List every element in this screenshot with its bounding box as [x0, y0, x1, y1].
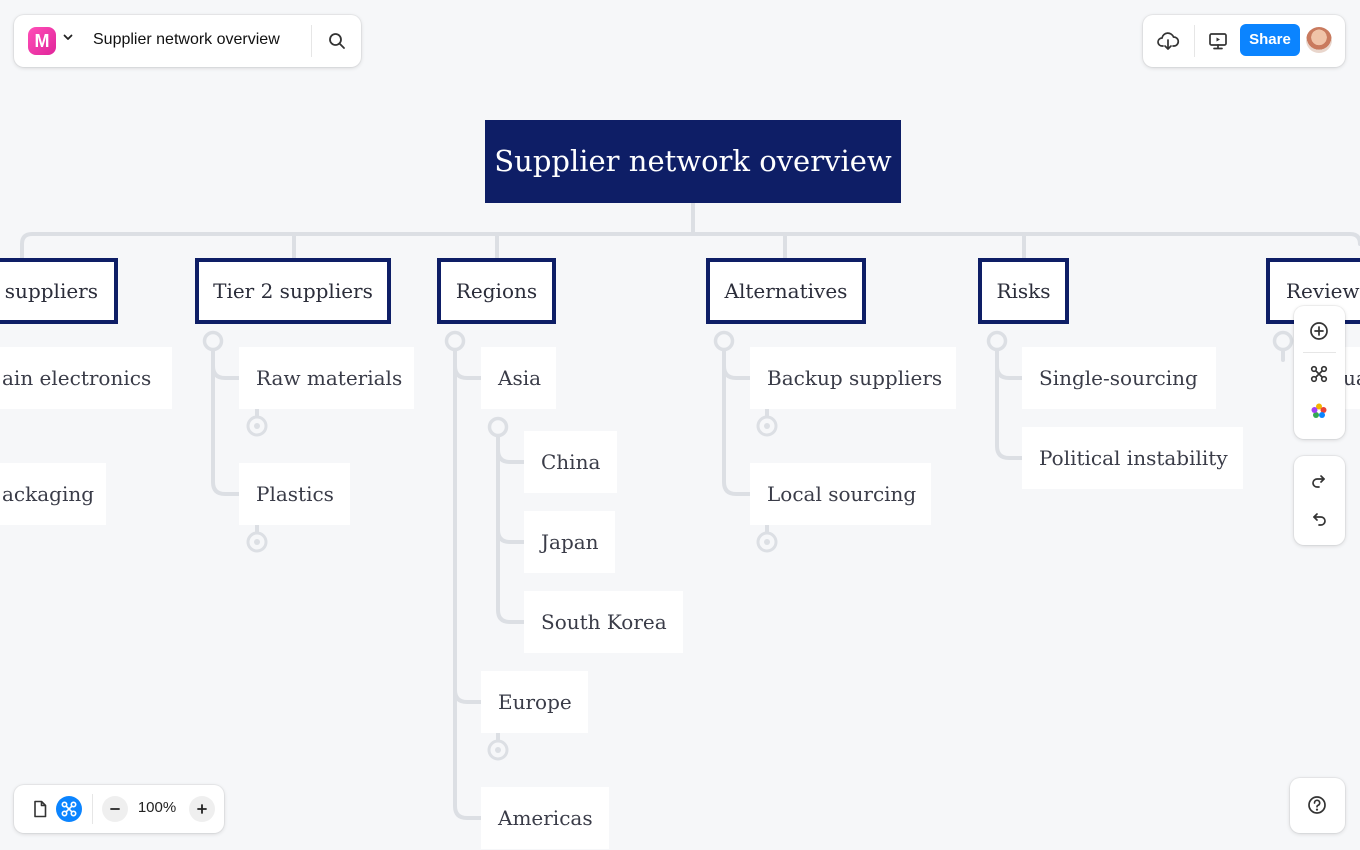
zoom-toolbar: 100% — [14, 785, 224, 833]
share-button[interactable]: Share — [1240, 24, 1300, 56]
cloud-download-icon — [1157, 32, 1180, 50]
leaf-raw-materials[interactable]: Raw materials — [239, 347, 414, 409]
leaf-local-sourcing[interactable]: Local sourcing — [750, 463, 931, 525]
plus-circle-icon — [1310, 322, 1328, 340]
leaf-japan[interactable]: Japan — [524, 511, 615, 573]
mindmap-root-node[interactable]: Supplier network overview — [485, 120, 901, 203]
leaf-plastics[interactable]: Plastics — [239, 463, 350, 525]
undo-button[interactable] — [1306, 506, 1332, 532]
leaf-south-korea[interactable]: South Korea — [524, 591, 683, 653]
leaf-main-electronics[interactable]: ain electronics — [0, 347, 172, 409]
history-toolbar — [1294, 456, 1345, 545]
leaf-packaging[interactable]: ackaging — [0, 463, 106, 525]
toolbar-divider — [1194, 25, 1195, 57]
undo-icon — [1313, 513, 1326, 526]
leaf-backup-suppliers[interactable]: Backup suppliers — [750, 347, 956, 409]
leaf-single-sourcing[interactable]: Single-sourcing — [1022, 347, 1216, 409]
add-node-button[interactable] — [1306, 318, 1332, 344]
present-button[interactable] — [1205, 28, 1231, 54]
document-icon — [34, 800, 47, 818]
present-icon — [1209, 33, 1227, 50]
minus-icon — [110, 808, 120, 810]
cloud-download-button[interactable] — [1155, 28, 1181, 54]
branch-regions[interactable]: Regions — [437, 258, 556, 324]
leaf-europe[interactable]: Europe — [481, 671, 588, 733]
help-icon — [1308, 796, 1326, 814]
branch-tier2-suppliers[interactable]: Tier 2 suppliers — [195, 258, 391, 324]
board-title[interactable]: Supplier network overview — [93, 31, 280, 48]
mindmap-view-button[interactable] — [56, 796, 82, 822]
leaf-china[interactable]: China — [524, 431, 617, 493]
redo-icon — [1312, 475, 1325, 488]
redo-button[interactable] — [1306, 468, 1332, 494]
branch-risks[interactable]: Risks — [978, 258, 1069, 324]
color-button[interactable] — [1306, 398, 1332, 424]
leaf-political-instability[interactable]: Political instability — [1022, 427, 1243, 489]
color-palette-icon — [1311, 403, 1327, 418]
toolbar-divider — [92, 794, 93, 824]
document-view-button[interactable] — [28, 797, 52, 821]
mindmap-icon — [61, 801, 77, 817]
zoom-in-button[interactable] — [189, 796, 215, 822]
toolbar-divider — [1303, 352, 1336, 353]
branch-tier1-suppliers[interactable]: suppliers — [0, 258, 118, 324]
share-toolbar: Share — [1143, 15, 1345, 67]
search-icon — [329, 33, 345, 49]
plus-icon — [197, 804, 207, 814]
app-logo[interactable]: M — [28, 27, 56, 55]
leaf-asia[interactable]: Asia — [481, 347, 556, 409]
side-toolbar — [1294, 306, 1345, 439]
avatar[interactable] — [1306, 27, 1332, 53]
help-button[interactable] — [1290, 778, 1345, 833]
mindmap-layout-button[interactable] — [1306, 361, 1332, 387]
zoom-level[interactable]: 100% — [137, 799, 177, 816]
board-toolbar: M Supplier network overview — [14, 15, 361, 67]
zoom-out-button[interactable] — [102, 796, 128, 822]
search-button[interactable] — [323, 27, 351, 55]
chevron-down-icon[interactable] — [62, 31, 74, 43]
branch-alternatives[interactable]: Alternatives — [706, 258, 866, 324]
leaf-americas[interactable]: Americas — [481, 787, 609, 849]
toolbar-divider — [311, 25, 312, 57]
mindmap-icon — [1310, 365, 1328, 383]
